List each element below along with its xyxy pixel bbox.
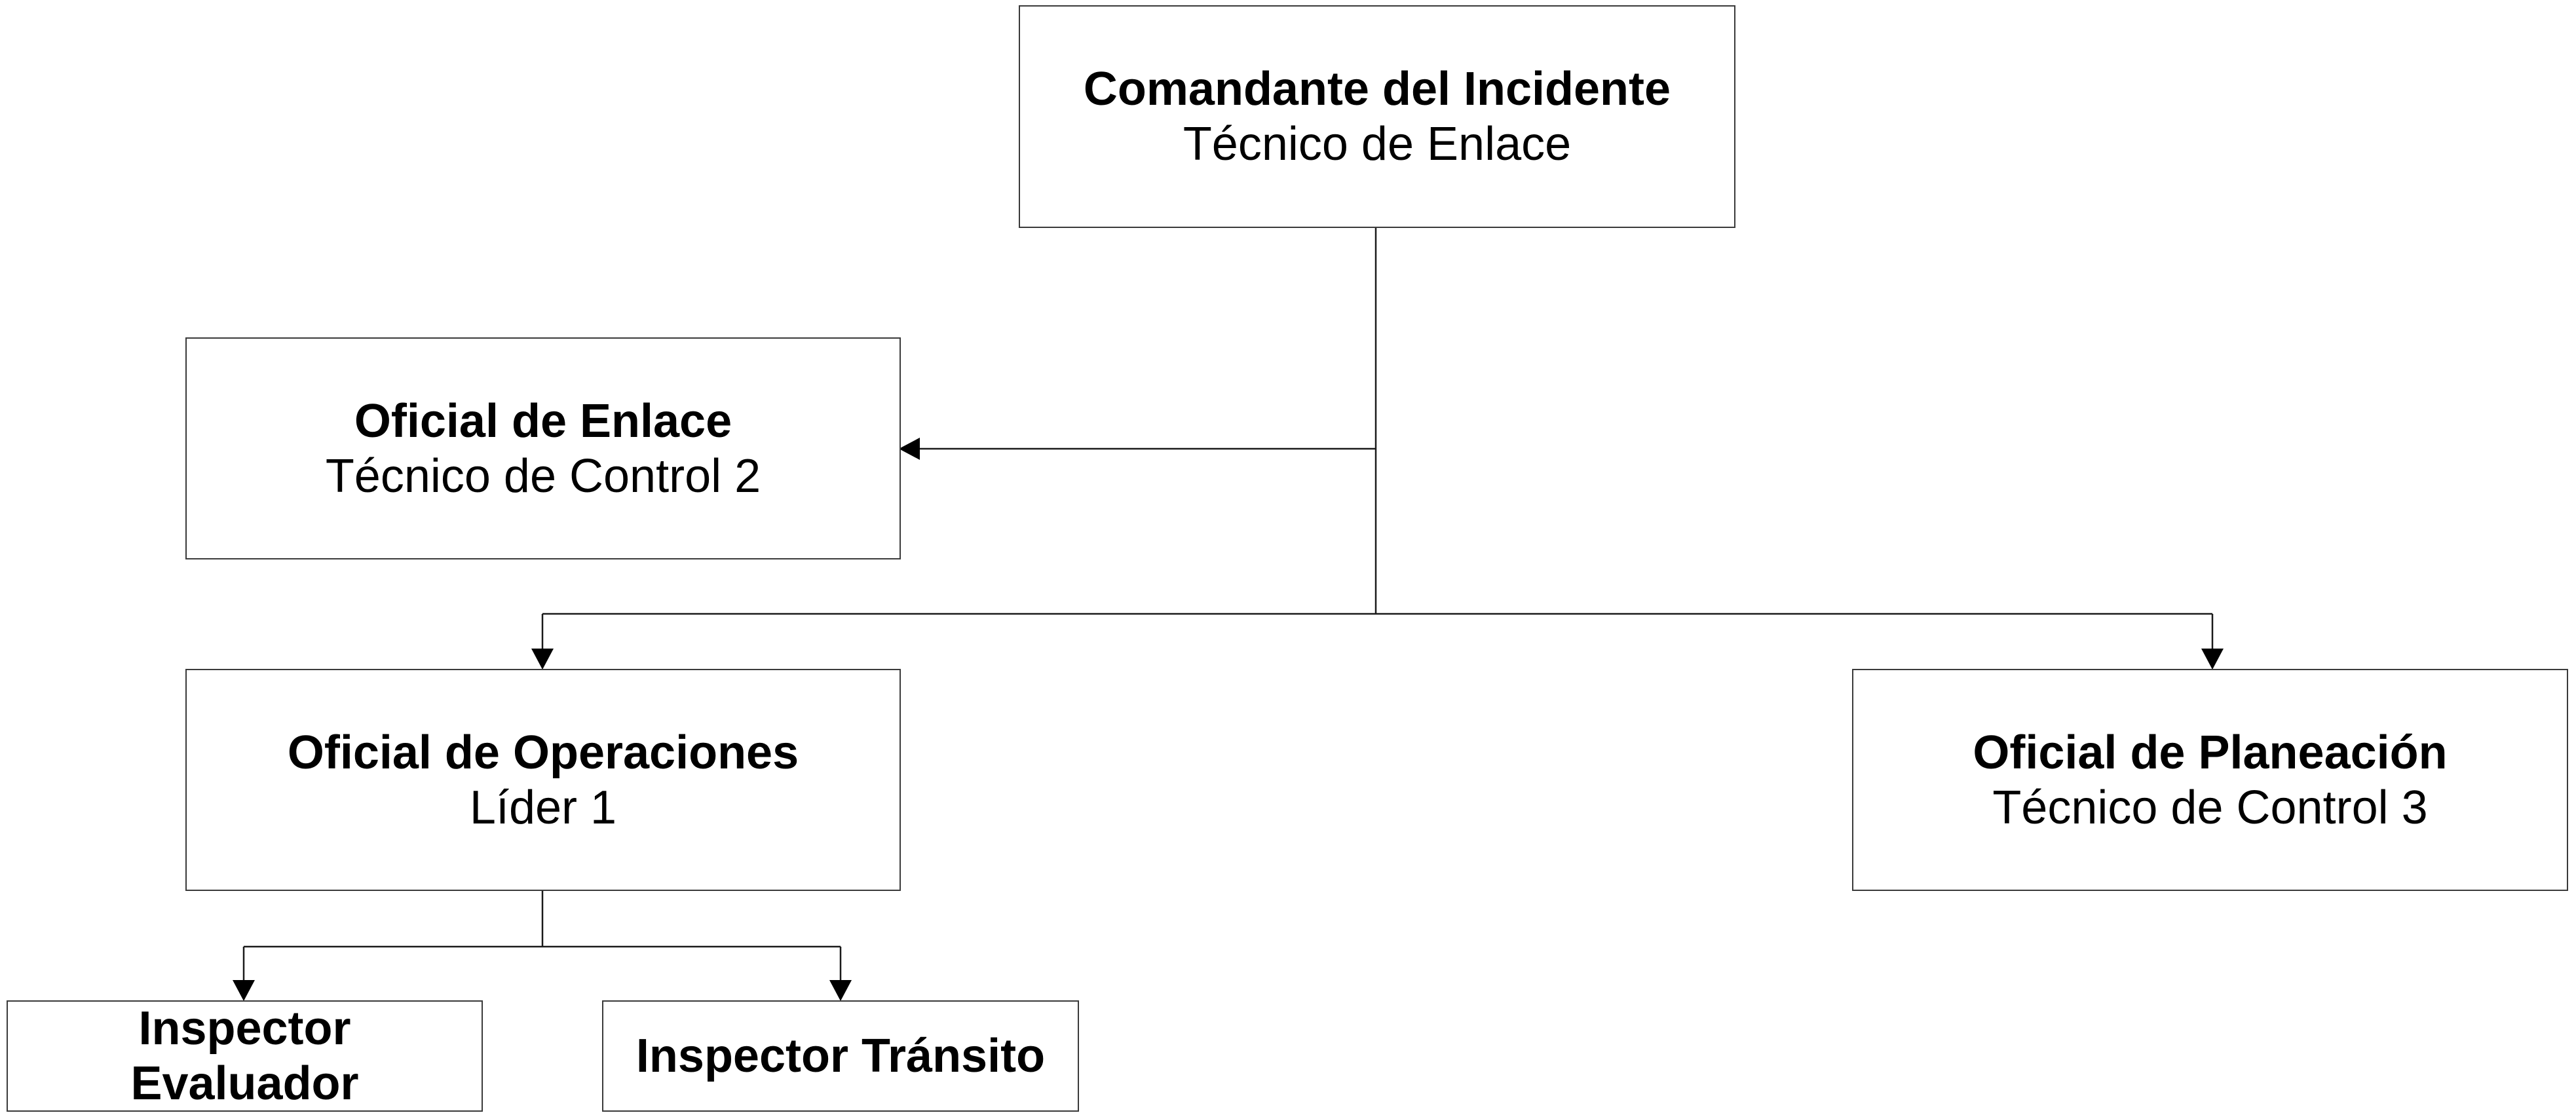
node-liaison-officer: Oficial de Enlace Técnico de Control 2 <box>185 337 901 559</box>
node-title: Inspector Evaluador <box>130 1002 359 1110</box>
arrow-to-planning <box>2201 649 2224 670</box>
arrow-to-transit <box>829 980 852 1001</box>
node-evaluator-inspector: Inspector Evaluador <box>7 1000 483 1112</box>
node-transit-inspector: Inspector Tránsito <box>602 1000 1079 1112</box>
node-operations-officer: Oficial de Operaciones Líder 1 <box>185 669 901 891</box>
node-title: Oficial de Enlace <box>354 394 732 447</box>
node-title: Oficial de Operaciones <box>287 726 799 779</box>
node-title: Oficial de Planeación <box>1973 726 2448 779</box>
node-title: Comandante del Incidente <box>1083 63 1671 115</box>
node-title: Inspector Tránsito <box>635 1030 1046 1082</box>
node-subtitle: Técnico de Enlace <box>1183 118 1572 170</box>
arrow-to-liaison <box>899 438 920 460</box>
node-planning-officer: Oficial de Planeación Técnico de Control… <box>1852 669 2568 891</box>
arrow-to-evaluator <box>233 980 255 1001</box>
arrow-to-operations <box>531 649 554 670</box>
node-subtitle: Técnico de Control 2 <box>325 449 761 502</box>
node-incident-commander: Comandante del Incidente Técnico de Enla… <box>1019 5 1735 228</box>
node-subtitle: Líder 1 <box>469 781 617 834</box>
node-subtitle: Técnico de Control 3 <box>1992 781 2428 834</box>
